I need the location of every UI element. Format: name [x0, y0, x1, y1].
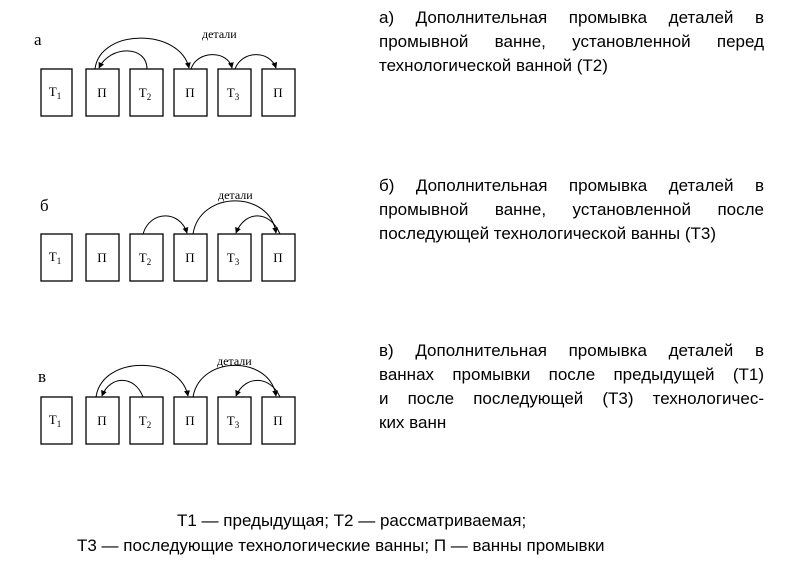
row-letter-a: а [34, 30, 42, 49]
description-a-line-3: технологической ванной (Т2) [379, 56, 608, 75]
tank-c-3: T2 [129, 396, 164, 445]
tank-b-4: П [173, 233, 208, 282]
row-letter-b: б [40, 196, 49, 215]
tank-a-1: T1 [40, 68, 73, 117]
svg-text:П: П [97, 85, 106, 100]
description-b-line-2: промывной ванне, установленной после [379, 200, 764, 219]
parts-label-b: детали [218, 188, 253, 202]
description-b: б) Дополнительная промывка деталей в про… [379, 174, 764, 246]
tank-b-1: T1 [40, 233, 73, 282]
svg-text:П: П [273, 250, 282, 265]
arrow-a-3 [190, 54, 234, 70]
tank-c-1: T1 [40, 396, 73, 445]
tank-a-4: П [173, 68, 208, 117]
arrow-a-2 [94, 37, 191, 70]
tank-c-4: П [173, 396, 208, 445]
tank-c-6: П [261, 396, 296, 445]
parts-label-a: детали [202, 27, 237, 41]
diagram-a: а детали T1 П T2 П T3 П [34, 27, 296, 117]
tank-b-5: T3 [217, 233, 252, 282]
tank-a-3: T2 [129, 68, 164, 117]
arrow-c-4 [235, 380, 281, 398]
description-c-line-3: и после последующей (Т3) технологичес- [379, 389, 764, 408]
description-c-line-1: в) Дополнительная промывка деталей в [379, 341, 764, 360]
tank-a-2: П [85, 68, 120, 117]
svg-text:П: П [97, 413, 106, 428]
svg-text:П: П [97, 250, 106, 265]
tank-b-6: П [261, 233, 296, 282]
description-c: в) Дополнительная промывка деталей в ван… [379, 339, 764, 435]
tank-b-2: П [85, 233, 120, 282]
svg-text:П: П [185, 85, 194, 100]
arrow-c-3 [192, 365, 279, 398]
svg-text:П: П [185, 413, 194, 428]
svg-text:П: П [273, 85, 282, 100]
svg-text:П: П [185, 250, 194, 265]
diagram-c: в детали T1 П T2 П T3 П [38, 354, 296, 445]
legend-line-2: Т3 — последующие технологические ванны; … [77, 536, 605, 555]
description-c-line-4: ких ванн [379, 413, 447, 432]
tank-b-3: T2 [129, 233, 164, 282]
description-a: а) Дополнительная промывка деталей в про… [379, 6, 764, 78]
arrow-b-3 [235, 215, 281, 235]
arrow-b-1 [142, 215, 189, 235]
svg-text:П: П [273, 413, 282, 428]
arrow-b-2 [192, 200, 279, 235]
tank-a-6: П [261, 68, 296, 117]
diagram-b: б детали T1 П T2 П T3 П [40, 188, 296, 282]
arrow-c-1 [101, 380, 144, 398]
description-b-line-3: последующей технологической ванны (Т3) [379, 224, 716, 243]
tank-c-5: T3 [217, 396, 252, 445]
description-c-line-2: ваннах промывки после предыдущей (Т1) [379, 365, 764, 384]
description-a-line-1: а) Дополнительная промывка деталей в [379, 8, 764, 27]
arrow-a-1 [98, 50, 148, 70]
row-letter-c: в [38, 367, 46, 386]
parts-label-c: детали [217, 354, 252, 368]
tank-c-2: П [85, 396, 120, 445]
arrow-a-4 [234, 54, 278, 70]
legend-line-1: Т1 — предыдущая; Т2 — рассматриваемая; [177, 511, 527, 530]
tank-a-5: T3 [217, 68, 252, 117]
description-a-line-2: промывной ванне, установленной перед [379, 32, 764, 51]
arrow-c-2 [95, 365, 190, 398]
description-b-line-1: б) Дополнительная промывка деталей в [379, 176, 764, 195]
